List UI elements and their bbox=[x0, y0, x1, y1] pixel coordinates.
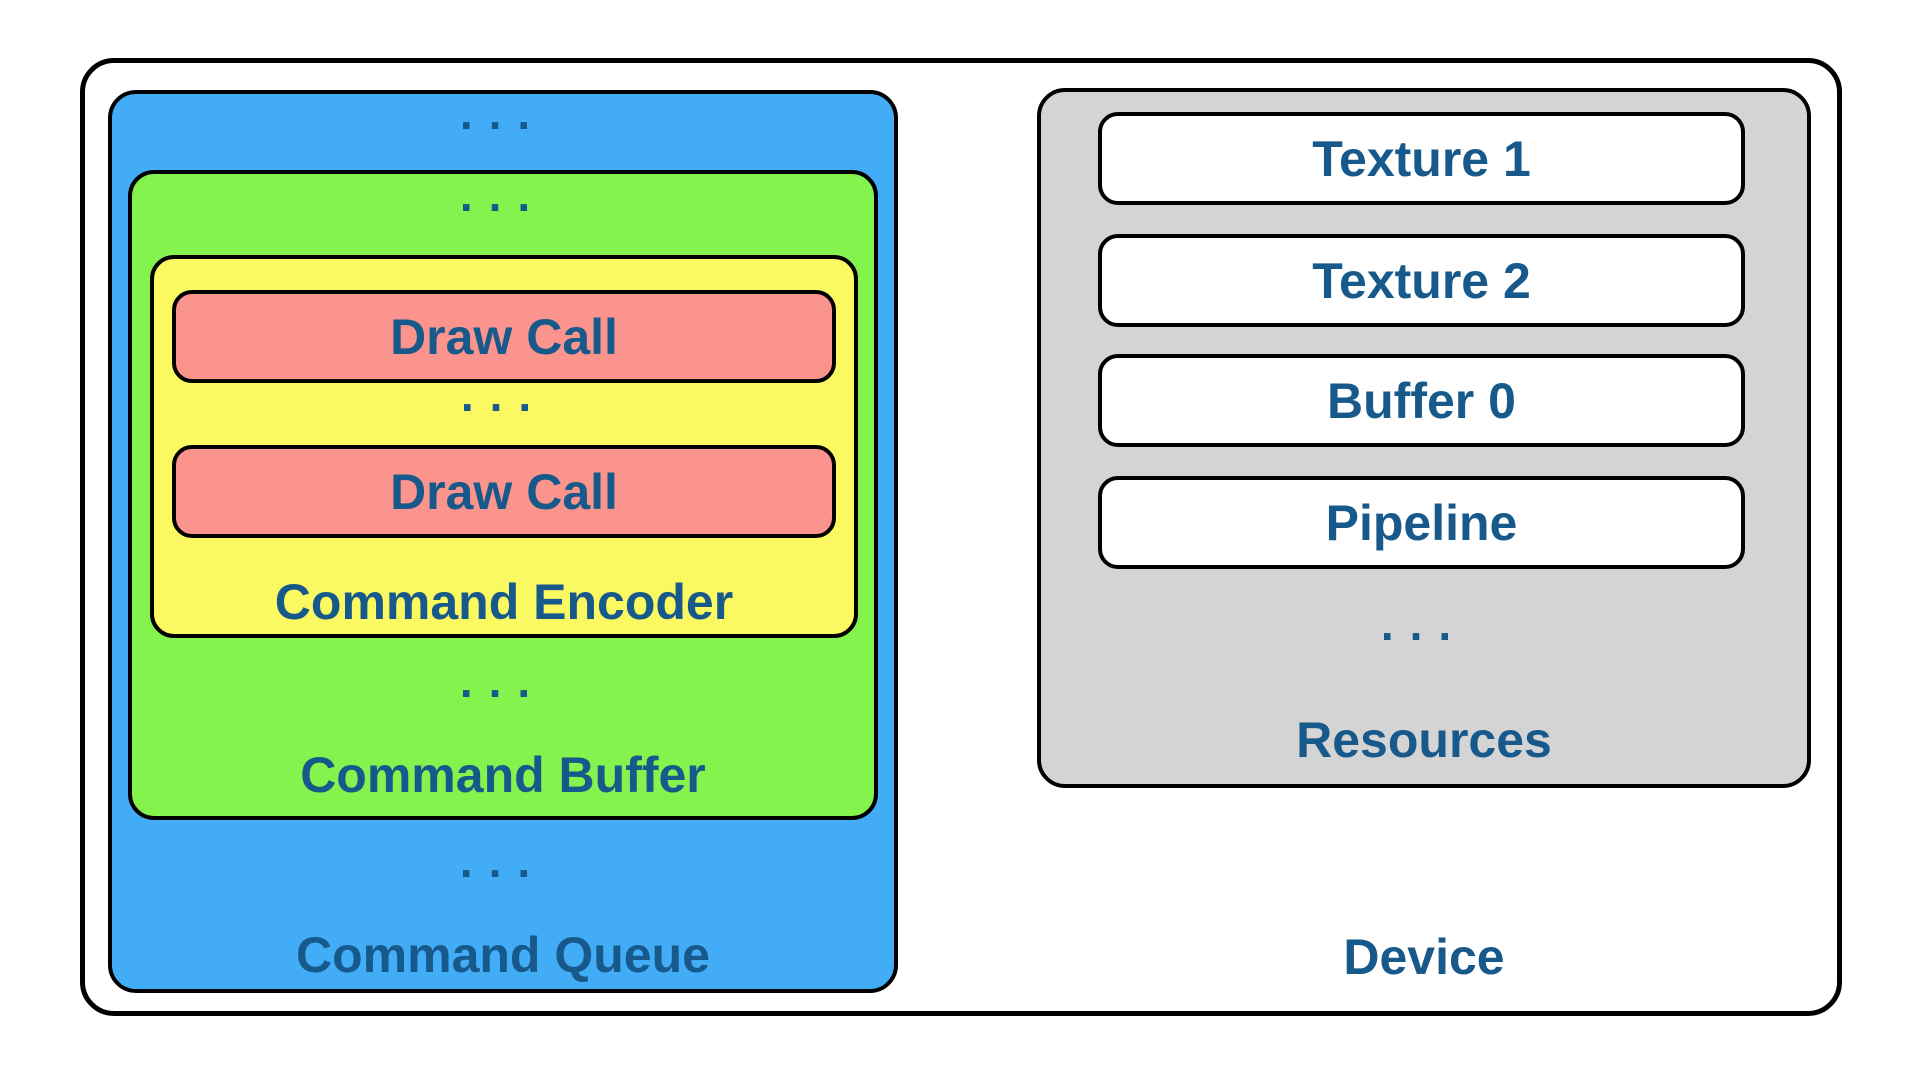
resource-item-label: Texture 1 bbox=[1312, 130, 1531, 187]
draw-call-label: Draw Call bbox=[390, 463, 618, 520]
resource-item-label: Pipeline bbox=[1325, 494, 1518, 551]
draw-call-box: Draw Call bbox=[172, 445, 836, 538]
resource-item-texture-2: Texture 2 bbox=[1098, 234, 1745, 327]
command-buffer-label: Command Buffer bbox=[300, 747, 706, 803]
command-encoder-ellipsis: ... bbox=[460, 369, 548, 421]
resource-item-buffer-0: Buffer 0 bbox=[1098, 354, 1745, 447]
command-queue-ellipsis-bottom: ... bbox=[459, 835, 547, 887]
command-buffer-ellipsis-top: ... bbox=[459, 169, 547, 221]
device-label: Device bbox=[1343, 929, 1505, 985]
command-queue-ellipsis-top: ... bbox=[459, 87, 547, 139]
resource-item-label: Texture 2 bbox=[1312, 252, 1531, 309]
draw-call-box: Draw Call bbox=[172, 290, 836, 383]
resources-label: Resources bbox=[1296, 712, 1552, 768]
draw-call-label: Draw Call bbox=[390, 308, 618, 365]
command-buffer-ellipsis-bottom: ... bbox=[459, 655, 547, 707]
resource-item-texture-1: Texture 1 bbox=[1098, 112, 1745, 205]
command-encoder-label: Command Encoder bbox=[274, 574, 734, 630]
resource-item-label: Buffer 0 bbox=[1327, 372, 1516, 429]
resources-ellipsis: ... bbox=[1380, 598, 1468, 650]
resource-item-pipeline: Pipeline bbox=[1098, 476, 1745, 569]
command-queue-label: Command Queue bbox=[296, 927, 710, 983]
